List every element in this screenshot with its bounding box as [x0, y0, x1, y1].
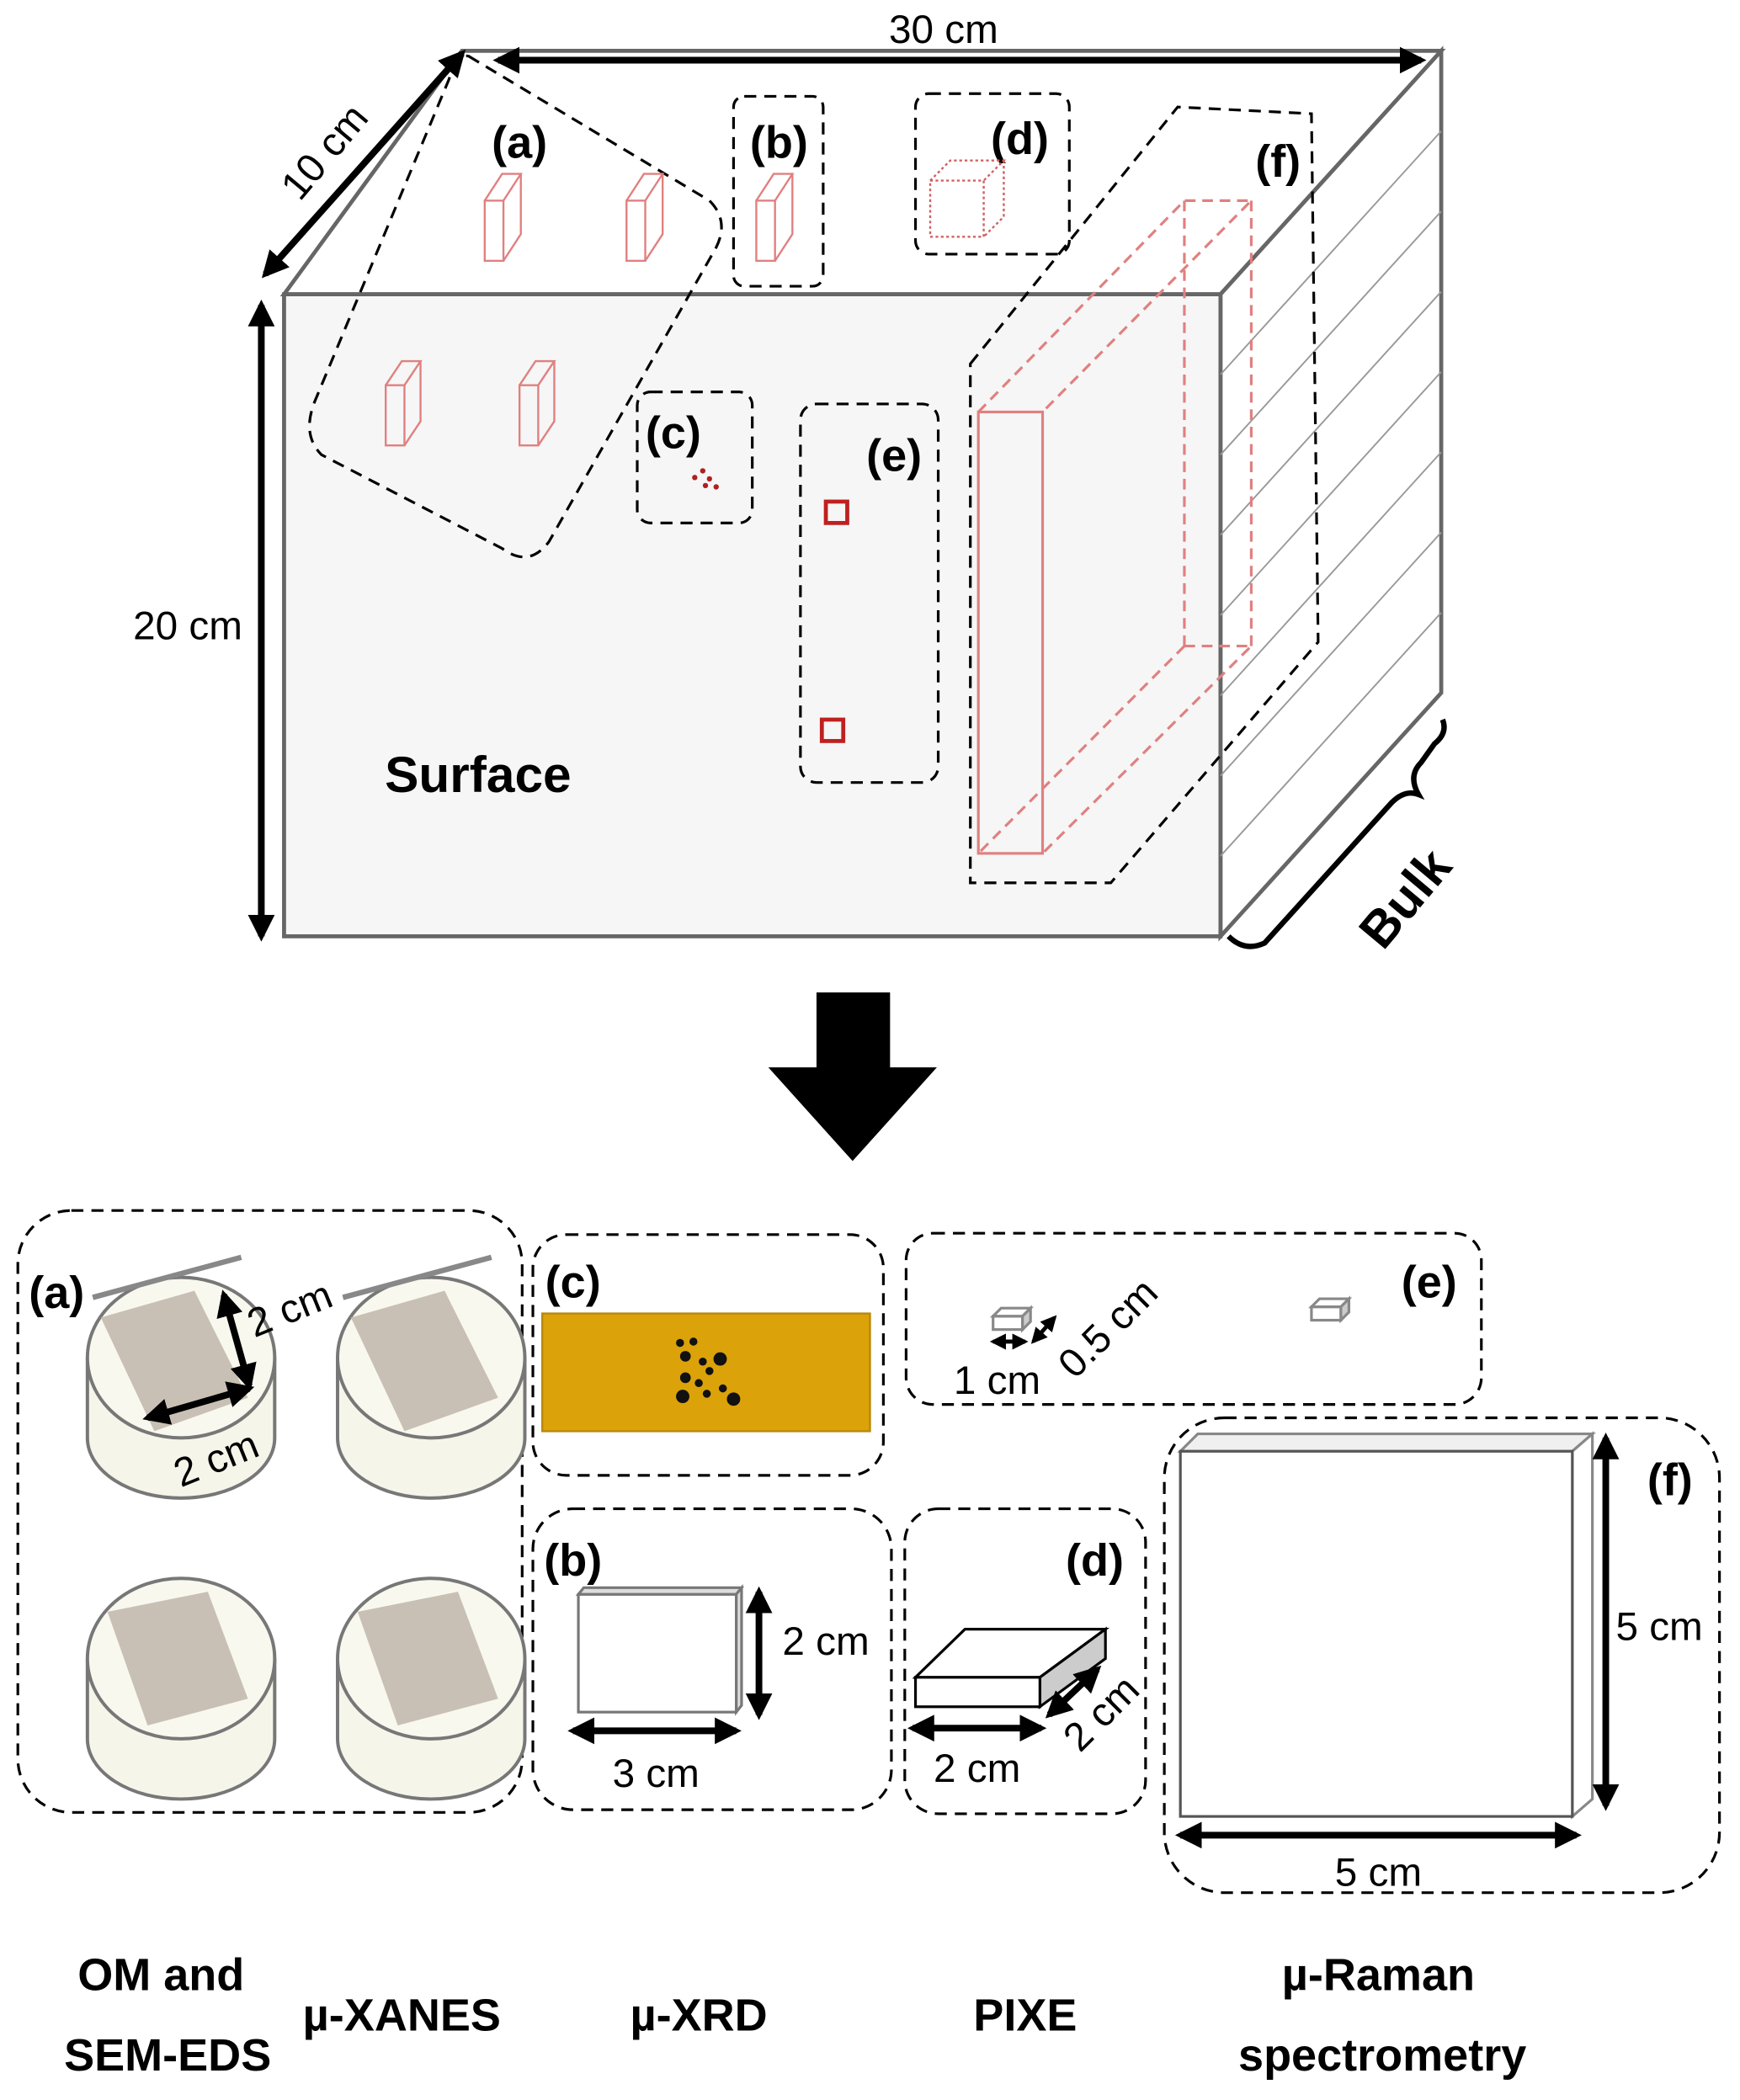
region-a-label: (a) [492, 118, 547, 168]
height-label: 20 cm [133, 604, 242, 649]
depth-arrow [261, 49, 466, 279]
region-c-label: (c) [646, 407, 701, 458]
sample-d-dim-arrow-2 [1045, 1665, 1102, 1719]
down-arrow-icon [768, 992, 937, 1162]
width-label: 30 cm [889, 8, 998, 52]
region-c-outline [636, 391, 754, 524]
technique-raman-line2: spectrometry [1238, 2030, 1526, 2081]
region-f-label: (f) [1255, 136, 1301, 187]
region-e-label: (e) [866, 430, 922, 481]
technique-pixe: PIXE [973, 1990, 1077, 2040]
region-a-cuts [385, 173, 665, 447]
region-e-cut-1 [823, 499, 849, 525]
bulk-label: Bulk [1348, 837, 1462, 959]
technique-xanes: µ-XANES [303, 1990, 501, 2040]
region-b-cut [755, 173, 795, 263]
sample-a-dim-arrow-2 [142, 1381, 255, 1425]
sample-b-dim-2: 3 cm [613, 1752, 700, 1796]
technique-raman-line1: µ-Raman [1282, 1950, 1475, 2001]
region-e-cut-2 [819, 717, 846, 743]
region-d-outline [913, 92, 1071, 256]
sample-d-dim-1: 2 cm [934, 1746, 1020, 1791]
region-d-label: (d) [991, 114, 1049, 164]
sample-e-dim-1: 1 cm [954, 1358, 1040, 1403]
sample-d-label: (d) [1066, 1535, 1124, 1586]
sample-d-block [912, 1626, 1110, 1709]
sample-a-dim-1: 2 cm [242, 1273, 339, 1347]
region-b-label: (b) [750, 118, 808, 168]
sample-f-dim-1: 5 cm [1615, 1604, 1702, 1649]
sample-e-dim-arrow-2 [1030, 1315, 1057, 1344]
technique-xrd: µ-XRD [631, 1990, 768, 2040]
region-f-cut [976, 199, 1255, 855]
sample-b-dim-1: 2 cm [782, 1619, 869, 1664]
region-c-points [692, 468, 719, 490]
sample-d-box [903, 1507, 1147, 1816]
sample-c-box [531, 1233, 885, 1477]
sample-a-dim-arrow-1 [216, 1289, 257, 1391]
sample-b-box [531, 1507, 893, 1811]
region-d-cut [929, 159, 1007, 238]
sample-e-box [904, 1231, 1483, 1406]
cylinder [336, 1576, 527, 1801]
region-a-outline [308, 54, 723, 559]
sample-e-piece-2 [1308, 1295, 1353, 1324]
cylinder [336, 1254, 527, 1500]
surface-label: Surface [385, 746, 571, 803]
sample-e-piece-1 [989, 1305, 1035, 1333]
technique-om-sem-line2: SEM-EDS [64, 2030, 271, 2081]
sample-f-slab [1177, 1431, 1596, 1820]
sample-a-cylinders [85, 1254, 527, 1801]
sample-c-label: (c) [545, 1257, 601, 1307]
sample-a-label: (a) [29, 1268, 84, 1318]
bulk-brace [1227, 718, 1447, 949]
cylinder [85, 1576, 277, 1801]
sample-f-label: (f) [1647, 1455, 1693, 1506]
region-e-outline [799, 402, 940, 784]
region-f-outline [969, 105, 1320, 885]
sample-f-dim-2: 5 cm [1335, 1851, 1422, 1895]
bulk-hatching [1220, 130, 1442, 857]
sample-b-slab [575, 1583, 745, 1716]
sample-b-label: (b) [544, 1535, 602, 1586]
technique-labels: OM and SEM-EDS µ-XANES µ-XRD PIXE µ-Rama… [64, 1950, 1526, 2081]
sample-a-box [16, 1209, 524, 1814]
sample-c-points [676, 1337, 741, 1406]
region-b-outline [732, 94, 825, 288]
sample-f-box [1163, 1416, 1721, 1895]
block-front-face [282, 292, 1223, 938]
technique-om-sem-line1: OM and [77, 1950, 244, 2001]
sample-e-label: (e) [1402, 1257, 1457, 1307]
sample-e-dim-2: 0.5 cm [1050, 1270, 1167, 1387]
